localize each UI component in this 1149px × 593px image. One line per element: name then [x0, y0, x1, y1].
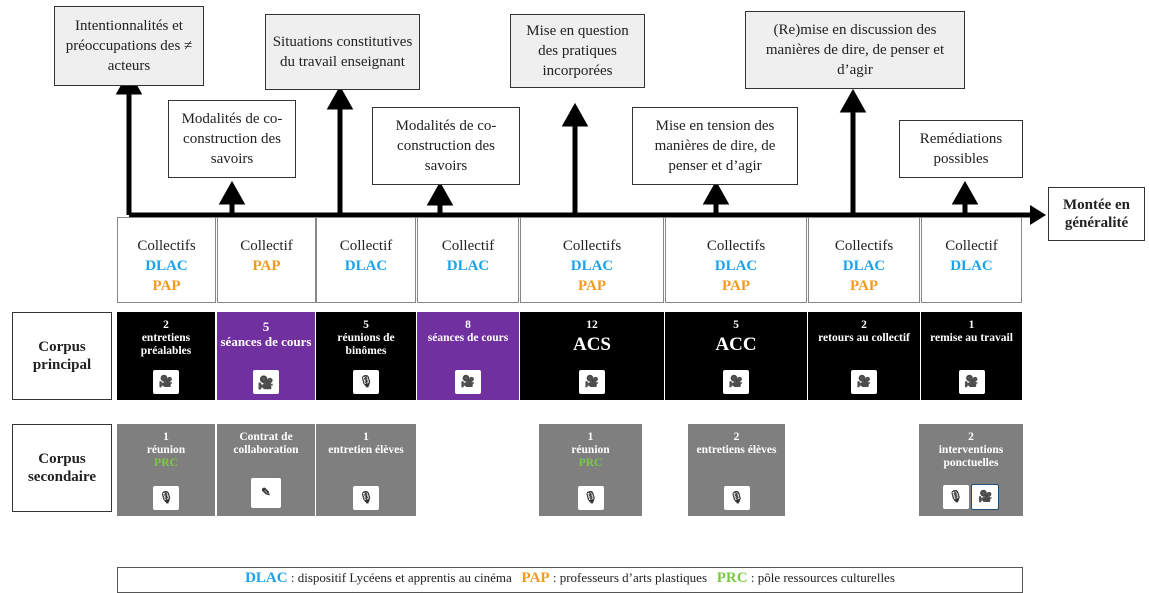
collectif-box: Collectifs DLAC PAP [520, 217, 664, 303]
corpus-secondaire-label: Corpus secondaire [12, 424, 112, 512]
microphone-icon: 🎙 [353, 370, 379, 394]
collectif-box: Collectifs DLAC PAP [117, 217, 216, 303]
camera-icon: 🎥 [455, 370, 481, 394]
collectif-box: Collectif DLAC [417, 217, 519, 303]
legend-pap: PAP [521, 570, 550, 586]
pencil-icon: ✎ [251, 478, 281, 508]
camera-icon: 🎥 [153, 370, 179, 394]
mid-box-2: Modalités de co-construction des savoirs [372, 107, 520, 185]
collectif-box: Collectif DLAC [316, 217, 416, 303]
collectif-box: Collectif DLAC [921, 217, 1022, 303]
camera-icon: 🎥 [579, 370, 605, 394]
mid-box-4: Remédiations possibles [899, 120, 1023, 178]
legend-prc-text: : pôle ressources culturelles [750, 570, 895, 585]
camera-icon: 🎥 [958, 370, 985, 394]
camera-icon: 🎥 [253, 370, 279, 394]
legend-dlac-text: : dispositif Lycéens et apprentis au cin… [290, 570, 512, 585]
camera-icon: 🎥 [851, 370, 877, 394]
top-box-4: (Re)mise en discussion des manières de d… [745, 11, 965, 89]
mid-box-1: Modalités de co-construction des savoirs [168, 100, 296, 178]
collectif-box: Collectifs DLAC PAP [665, 217, 807, 303]
secondaire-cell: Contrat de collaboration ✎ [217, 424, 315, 516]
camera-icon: 🎥 [971, 484, 1000, 510]
legend-prc: PRC [716, 570, 748, 586]
microphone-icon: 🎙 [577, 486, 604, 510]
legend-dlac: DLAC [245, 570, 288, 586]
collectif-box: Collectif PAP [217, 217, 316, 303]
microphone-icon: 🎙 [153, 486, 179, 510]
axis-arrowhead [1030, 205, 1046, 225]
microphone-icon: 🎙 [723, 486, 750, 510]
camera-icon: 🎥 [723, 370, 749, 394]
top-box-1: Intentionnalités et préoccupations des ≠… [54, 6, 204, 86]
top-box-3: Mise en question des pratiques incorporé… [510, 14, 645, 88]
top-box-2: Situations constitutives du travail ense… [265, 14, 420, 90]
microphone-icon: 🎙 [942, 485, 969, 509]
mid-box-3: Mise en tension des manières de dire, de… [632, 107, 798, 185]
axis-label: Montée en généralité [1048, 187, 1145, 241]
corpus-principal-label: Corpus principal [12, 312, 112, 400]
legend-pap-text: : professeurs d’arts plastiques [552, 570, 708, 585]
microphone-icon: 🎙 [353, 486, 379, 510]
collectif-box: Collectifs DLAC PAP [808, 217, 920, 303]
legend: DLAC : dispositif Lycéens et apprentis a… [117, 567, 1023, 593]
